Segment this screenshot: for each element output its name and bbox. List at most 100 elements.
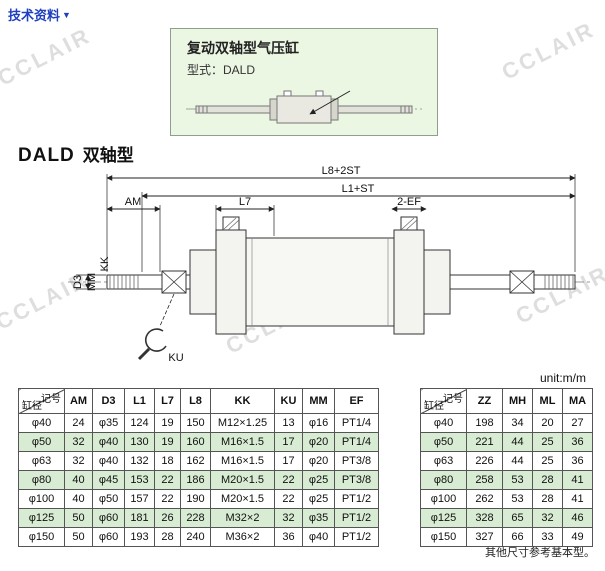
value-cell: φ16 (302, 413, 335, 433)
value-cell: 198 (466, 413, 503, 433)
bore-cell: φ50 (18, 432, 65, 452)
column-header: MA (562, 388, 593, 414)
dim-label-mm: MM (86, 273, 98, 291)
value-cell: 240 (180, 527, 211, 547)
value-cell: PT1/4 (334, 432, 379, 452)
technical-data-link[interactable]: 技术资料▼ (8, 5, 71, 24)
bore-cell: φ100 (420, 489, 467, 509)
value-cell: 49 (562, 527, 593, 547)
value-cell: 186 (180, 470, 211, 490)
value-cell: 22 (154, 489, 181, 509)
value-cell: 226 (466, 451, 503, 471)
value-cell: φ25 (302, 489, 335, 509)
column-header: KK (210, 388, 275, 414)
dim-label-l7: L7 (239, 196, 251, 208)
column-header: L1 (124, 388, 155, 414)
bore-cell: φ125 (18, 508, 65, 528)
value-cell: 41 (562, 470, 593, 490)
value-cell: φ20 (302, 451, 335, 471)
value-cell: 19 (154, 413, 181, 433)
value-cell: PT1/4 (334, 413, 379, 433)
value-cell: M20×1.5 (210, 489, 275, 509)
value-cell: 181 (124, 508, 155, 528)
column-header: KU (274, 388, 303, 414)
bore-cell: φ80 (18, 470, 65, 490)
corner-header-cell: 记号 缸径 (18, 388, 65, 414)
value-cell: 28 (532, 470, 563, 490)
dim-label-kk: KK (99, 256, 111, 271)
value-cell: PT3/8 (334, 451, 379, 471)
value-cell: 33 (532, 527, 563, 547)
column-header: MH (502, 388, 533, 414)
value-cell: 17 (274, 451, 303, 471)
value-cell: M16×1.5 (210, 432, 275, 452)
value-cell: φ50 (92, 489, 125, 509)
corner-top-label: 记号 (443, 394, 463, 405)
value-cell: 124 (124, 413, 155, 433)
value-cell: 32 (274, 508, 303, 528)
dim-label-l8-2st: L8+2ST (322, 165, 361, 177)
value-cell: 44 (502, 451, 533, 471)
value-cell: 36 (562, 432, 593, 452)
value-cell: 50 (64, 527, 93, 547)
section-subtitle: 双轴型 (82, 146, 134, 165)
column-header: AM (64, 388, 93, 414)
value-cell: 26 (154, 508, 181, 528)
bore-cell: φ63 (420, 451, 467, 471)
column-header: D3 (92, 388, 125, 414)
value-cell: 65 (502, 508, 533, 528)
column-header: L8 (180, 388, 211, 414)
value-cell: 17 (274, 432, 303, 452)
value-cell: 150 (180, 413, 211, 433)
value-cell: 13 (274, 413, 303, 433)
section-heading: DALD 双轴型 (18, 141, 134, 167)
value-cell: 20 (532, 413, 563, 433)
value-cell: 258 (466, 470, 503, 490)
value-cell: 153 (124, 470, 155, 490)
value-cell: 157 (124, 489, 155, 509)
value-cell: 19 (154, 432, 181, 452)
value-cell: 36 (562, 451, 593, 471)
value-cell: 40 (64, 470, 93, 490)
value-cell: PT3/8 (334, 470, 379, 490)
value-cell: PT1/2 (334, 508, 379, 528)
bore-cell: φ40 (18, 413, 65, 433)
value-cell: 53 (502, 470, 533, 490)
table-header-row: 记号 缸径 ZZ MH ML MA (420, 388, 593, 414)
value-cell: 32 (64, 451, 93, 471)
value-cell: 50 (64, 508, 93, 528)
value-cell: 32 (532, 508, 563, 528)
value-cell: φ25 (302, 470, 335, 490)
value-cell: 22 (154, 470, 181, 490)
value-cell: PT1/2 (334, 527, 379, 547)
value-cell: 25 (532, 432, 563, 452)
value-cell: 41 (562, 489, 593, 509)
bore-cell: φ125 (420, 508, 467, 528)
value-cell: 53 (502, 489, 533, 509)
value-cell: M20×1.5 (210, 470, 275, 490)
value-cell: φ20 (302, 432, 335, 452)
dimension-diagram: L8+2ST L1+ST AM L7 2-EF D3 MM KK KU (62, 160, 597, 380)
value-cell: φ40 (92, 451, 125, 471)
dim-label-ku: KU (168, 352, 183, 364)
column-header: ML (532, 388, 563, 414)
value-cell: M32×2 (210, 508, 275, 528)
value-cell: 221 (466, 432, 503, 452)
value-cell: φ40 (302, 527, 335, 547)
dim-label-d3: D3 (72, 275, 84, 289)
bore-cell: φ50 (420, 432, 467, 452)
column-header: EF (334, 388, 379, 414)
value-cell: 262 (466, 489, 503, 509)
corner-top-label: 记号 (41, 394, 61, 405)
section-model: DALD (18, 145, 75, 166)
footnote: 其他尺寸参考基本型。 (485, 547, 595, 559)
value-cell: 22 (274, 470, 303, 490)
